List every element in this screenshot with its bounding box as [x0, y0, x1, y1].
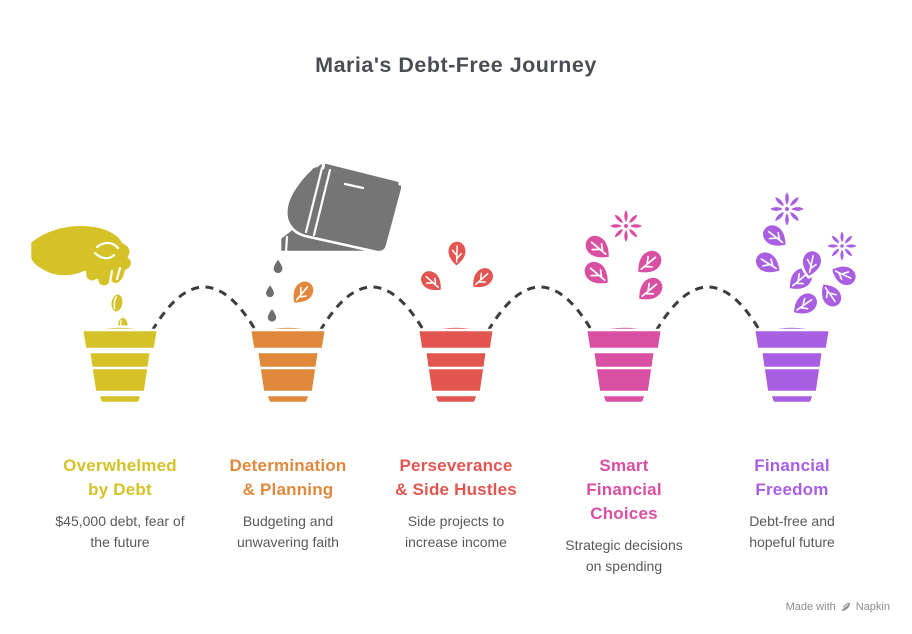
plant-stem	[439, 266, 475, 333]
pot-4	[584, 325, 664, 405]
stage5-icon	[749, 189, 862, 405]
stage3-icon	[414, 238, 500, 405]
spout-flare-line	[284, 235, 289, 254]
brand-text: Napkin	[855, 601, 890, 613]
stage-3-heading: Perseverance & Side Hustles	[395, 456, 517, 499]
pot-1	[80, 325, 160, 405]
sprout-leaf	[284, 274, 321, 312]
napkin-credit: Made with Napkin	[786, 601, 890, 613]
stage-4-description: Strategic decisions on spending	[565, 537, 683, 574]
stage4-icon	[577, 207, 670, 405]
stage-4-label: Smart Financial Choices Strategic decisi…	[540, 454, 708, 577]
can-seam-lines	[304, 166, 332, 237]
watering-can-icon	[278, 132, 404, 254]
plant-stem	[607, 242, 640, 333]
flower-icon	[607, 207, 645, 245]
journey-dashed-path	[150, 285, 762, 332]
stage2-icon	[248, 274, 328, 405]
arc-2-3	[318, 285, 426, 332]
stage-5-heading: Financial Freedom	[754, 456, 830, 499]
falling-seed-icon	[108, 291, 126, 315]
stage-5-description: Debt-free and hopeful future	[749, 513, 835, 550]
arc-1-2	[150, 285, 258, 332]
arc-4-5	[654, 285, 762, 332]
pot-2	[248, 325, 328, 405]
stage-2-label: Determination & Planning Budgeting and u…	[204, 454, 372, 577]
water-drop	[271, 257, 285, 275]
pot-3	[416, 325, 496, 405]
leaf-icon	[577, 254, 618, 294]
stage-2-description: Budgeting and unwavering faith	[237, 513, 339, 550]
stage-2-heading: Determination & Planning	[229, 456, 347, 499]
leaf-icon	[749, 245, 788, 282]
stage-1-heading: Overwhelmed by Debt	[63, 456, 177, 499]
water-drop	[265, 306, 279, 324]
can-detail-line	[343, 182, 365, 190]
stage-3-label: Perseverance & Side Hustles Side project…	[372, 454, 540, 577]
leaf-icon	[445, 238, 469, 269]
water-drops-icon	[264, 257, 285, 324]
pot-5	[752, 325, 832, 405]
finger-crease-lines	[93, 241, 120, 260]
made-with-text: Made with	[785, 601, 836, 613]
pen-icon	[841, 602, 850, 612]
stage-5-label: Financial Freedom Debt-free and hopeful …	[708, 454, 876, 577]
flower-icon	[825, 229, 859, 263]
flower-icon	[767, 189, 807, 229]
fingertip-lines	[108, 266, 122, 284]
arc-3-4	[486, 285, 594, 332]
stage1-icon	[28, 223, 160, 405]
stage-3-description: Side projects to increase income	[405, 513, 507, 550]
water-drop	[264, 282, 276, 300]
leaf-icon	[629, 270, 670, 310]
stage-4-heading: Smart Financial Choices	[586, 456, 662, 523]
page-title: Maria's Debt-Free Journey	[315, 53, 597, 77]
stage-1-description: $45,000 debt, fear of the future	[55, 513, 185, 550]
stage-1-label: Overwhelmed by Debt $45,000 debt, fear o…	[36, 454, 204, 577]
can-handle	[321, 132, 402, 186]
stage-labels-row: Overwhelmed by Debt $45,000 debt, fear o…	[36, 454, 876, 577]
hand-icon	[28, 223, 134, 288]
